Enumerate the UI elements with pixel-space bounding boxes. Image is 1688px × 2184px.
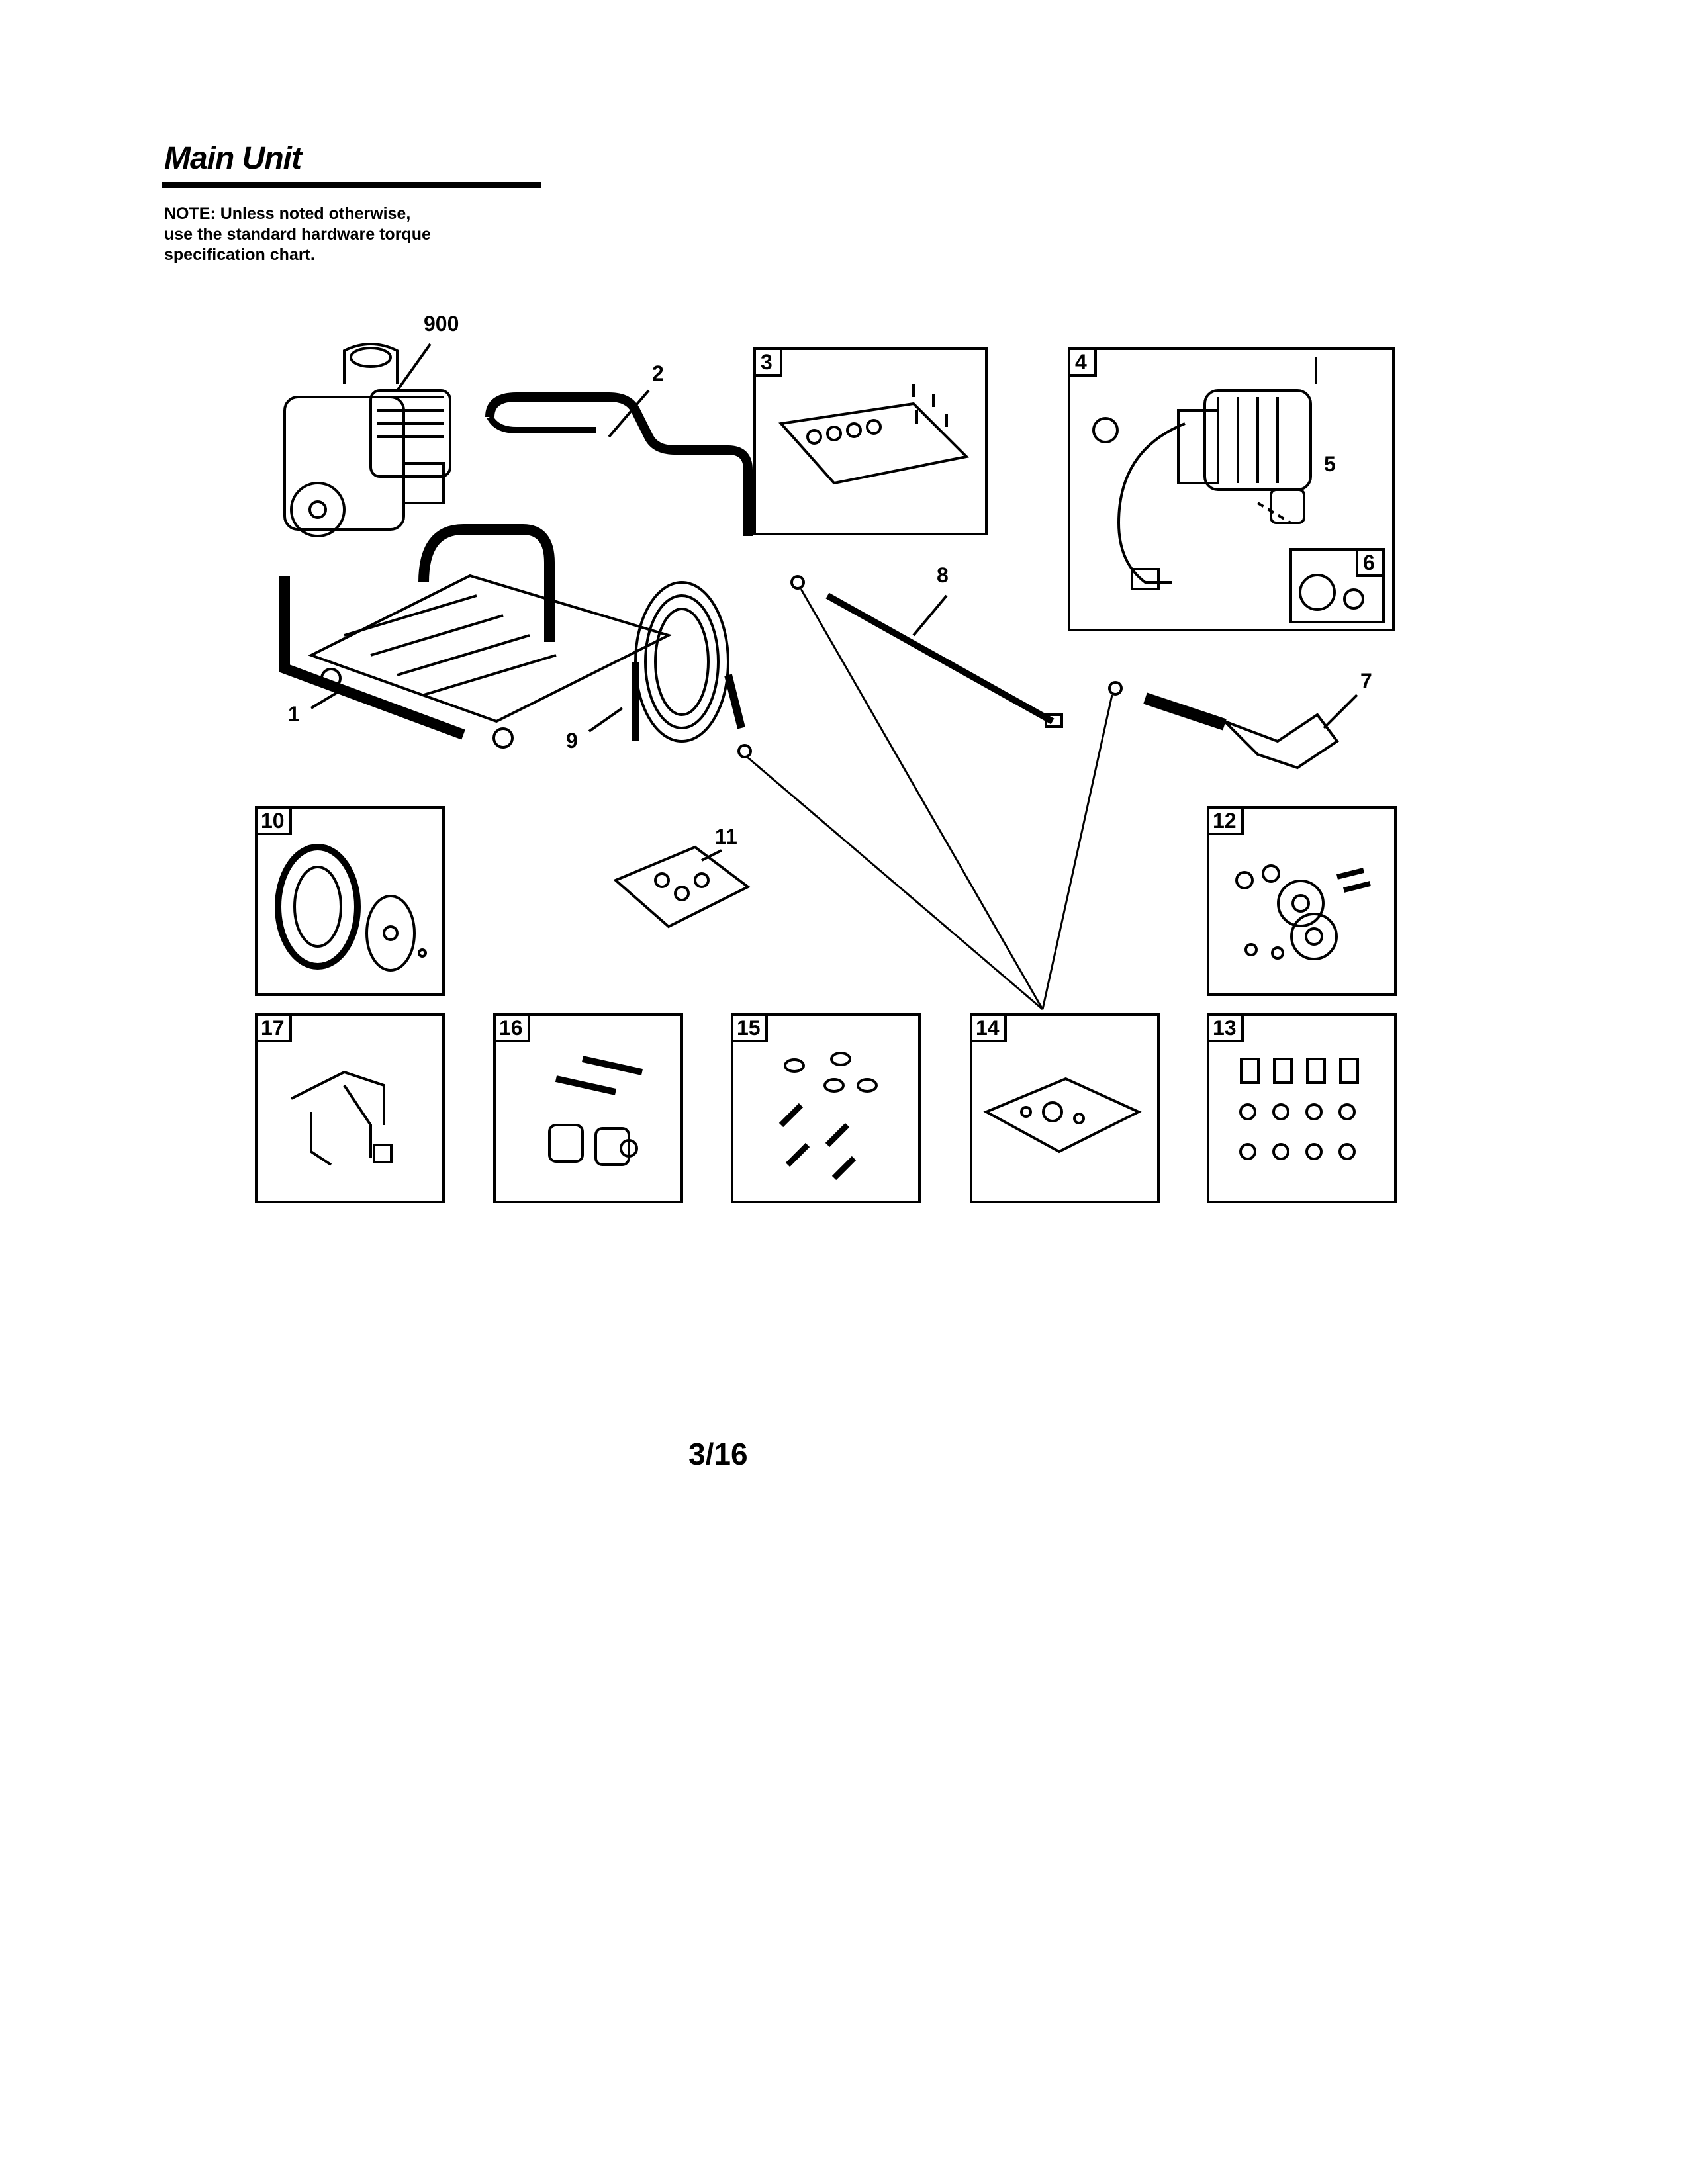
hardware-bag-part-11[interactable] — [613, 845, 751, 929]
kit-box-17[interactable] — [255, 1013, 445, 1203]
box-label-6: 6 — [1363, 551, 1375, 574]
box-label-3: 3 — [761, 350, 773, 374]
callout-11: 11 — [715, 825, 737, 848]
callout-8: 8 — [937, 563, 949, 587]
panel-part-14[interactable] — [983, 1077, 1142, 1154]
cap-part-6[interactable] — [1299, 574, 1364, 611]
kit-box-14[interactable] — [970, 1013, 1160, 1203]
kit-box-15[interactable] — [731, 1013, 921, 1203]
leader-lines-14 — [747, 588, 1113, 1011]
box-label-10: 10 — [261, 809, 285, 833]
control-panel-part-3[interactable] — [778, 384, 970, 485]
box-label-12: 12 — [1213, 809, 1237, 833]
hardware-part-12[interactable] — [1235, 864, 1371, 960]
title-underline — [162, 182, 541, 188]
frame-part-1[interactable] — [279, 524, 673, 749]
kit-box-10[interactable] — [255, 806, 445, 996]
box-label-13: 13 — [1213, 1016, 1237, 1040]
box-label-15: 15 — [737, 1016, 761, 1040]
callout-1: 1 — [288, 702, 300, 726]
spray-gun-part-7[interactable] — [1108, 681, 1339, 770]
callout-2: 2 — [652, 361, 664, 385]
knob-part-16[interactable] — [548, 1056, 643, 1166]
wand-part-8[interactable] — [790, 575, 1063, 728]
mounts-part-13[interactable] — [1239, 1058, 1359, 1160]
box-label-4: 4 — [1075, 350, 1087, 374]
callout-9: 9 — [566, 729, 578, 752]
callout-7: 7 — [1360, 669, 1372, 693]
hose-part-9[interactable] — [632, 581, 752, 758]
page-number: 3/16 — [688, 1437, 748, 1471]
callout-5: 5 — [1324, 452, 1336, 476]
bracket-part-17[interactable] — [291, 1070, 393, 1166]
section-title: Main Unit — [164, 141, 302, 176]
kit-box-12[interactable] — [1207, 806, 1397, 996]
kit-box-3[interactable] — [753, 347, 988, 535]
fitting-part-5[interactable] — [1270, 488, 1305, 524]
bolts-part-15[interactable] — [778, 1052, 878, 1181]
pump-part-4[interactable] — [1092, 357, 1317, 590]
kit-box-4[interactable] — [1068, 347, 1395, 631]
box-label-16: 16 — [499, 1016, 523, 1040]
kit-box-13[interactable] — [1207, 1013, 1397, 1203]
box-label-17: 17 — [261, 1016, 285, 1040]
torque-note: NOTE: Unless noted otherwise, use the st… — [164, 205, 431, 264]
kit-box-6[interactable] — [1289, 548, 1385, 623]
box-label-14: 14 — [976, 1016, 1000, 1040]
engine-part-900[interactable] — [283, 343, 451, 537]
callout-900: 900 — [424, 312, 459, 336]
handle-part-2[interactable] — [485, 392, 753, 536]
kit-box-16[interactable] — [493, 1013, 683, 1203]
wheel-part-10[interactable] — [275, 844, 427, 972]
